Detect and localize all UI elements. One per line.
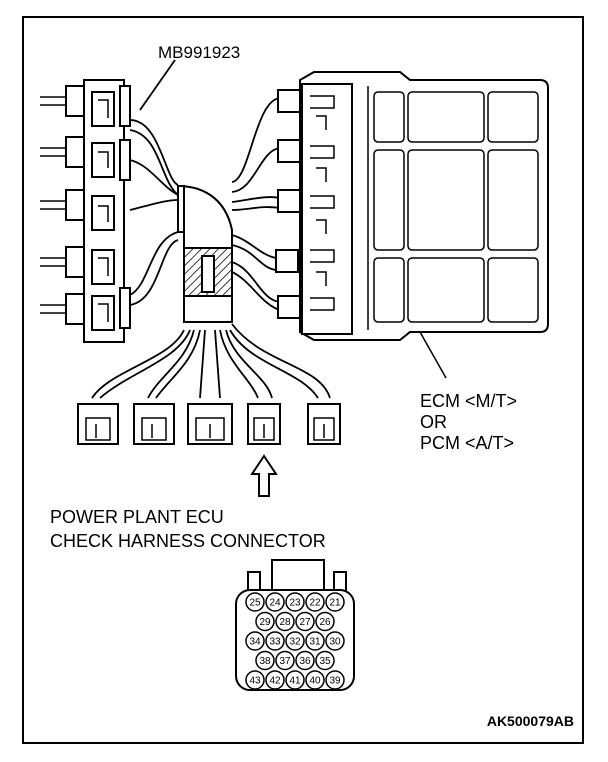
pin-circle <box>255 650 275 671</box>
pin-circle <box>295 650 315 671</box>
pin-circle <box>265 631 285 651</box>
ecu-label-line-3: PCM <A/T> <box>420 433 515 453</box>
pin-circle <box>325 631 345 651</box>
pin-number: 29 <box>259 617 271 628</box>
pin-number: 43 <box>249 676 261 687</box>
ecm-pcm-module <box>275 71 549 341</box>
pin-number: 28 <box>279 617 291 628</box>
pin-number: 25 <box>249 598 261 609</box>
pin-number: 36 <box>299 656 311 667</box>
pin-circle <box>255 611 275 632</box>
pin-number: 37 <box>279 656 291 667</box>
pin-circle <box>275 611 295 632</box>
pin-circle <box>325 670 345 690</box>
pin-circle <box>245 631 265 651</box>
pin-number: 24 <box>269 598 281 609</box>
pin-number: 31 <box>309 637 321 648</box>
pin-number: 39 <box>329 676 341 687</box>
pin-number: 34 <box>249 637 261 648</box>
pin-number: 27 <box>299 617 311 628</box>
pin-number: 23 <box>289 598 301 609</box>
pin-number: 21 <box>329 598 341 609</box>
pin-circle <box>245 670 265 690</box>
pin-circle <box>265 670 285 690</box>
pin-circle <box>305 592 325 612</box>
tool-label: MB991923 <box>158 43 241 62</box>
check-harness-connectors <box>77 403 341 445</box>
bottom-harness-branches <box>91 323 331 399</box>
pin-number: 22 <box>309 598 321 609</box>
pin-number: 41 <box>289 676 301 687</box>
pin-number: 33 <box>269 637 281 648</box>
pin-number: 40 <box>309 676 321 687</box>
pin-circle <box>315 611 335 632</box>
ecu-label-line-1: ECM <M/T> <box>420 391 518 411</box>
diagram-frame <box>22 16 584 744</box>
left-harness <box>129 59 179 306</box>
left-wires <box>40 96 68 314</box>
pin-circle <box>305 670 325 690</box>
pin-circle <box>305 631 325 651</box>
pin-circle <box>275 650 295 671</box>
pin-circle <box>285 670 305 690</box>
pin-number: 30 <box>329 637 341 648</box>
pin-number: 35 <box>319 656 331 667</box>
pin-circle <box>245 592 265 612</box>
pin-circle <box>285 592 305 612</box>
ecu-label-line-2: OR <box>420 412 447 432</box>
pin-circle <box>265 592 285 612</box>
pin-grid: 25 24 23 22 21 29 28 27 26 34 33 32 31 30 38 37 36 35 43 42… <box>245 592 345 690</box>
pin-number: 26 <box>319 617 331 628</box>
pin-number: 42 <box>269 676 281 687</box>
caption-line-1: POWER PLANT ECU <box>50 507 224 527</box>
pin-circle <box>285 631 305 651</box>
pin-number: 38 <box>259 656 271 667</box>
pin-number: 32 <box>289 637 301 648</box>
pin-circle <box>315 650 335 671</box>
central-harness <box>176 184 233 323</box>
left-connector-stack <box>65 79 131 343</box>
right-harness <box>231 97 281 311</box>
pin-circle <box>295 611 315 632</box>
caption-line-2: CHECK HARNESS CONNECTOR <box>50 531 326 551</box>
reference-code: AK500079AB <box>486 713 574 729</box>
pointer-arrow <box>250 454 278 497</box>
pin-circle <box>325 592 345 612</box>
